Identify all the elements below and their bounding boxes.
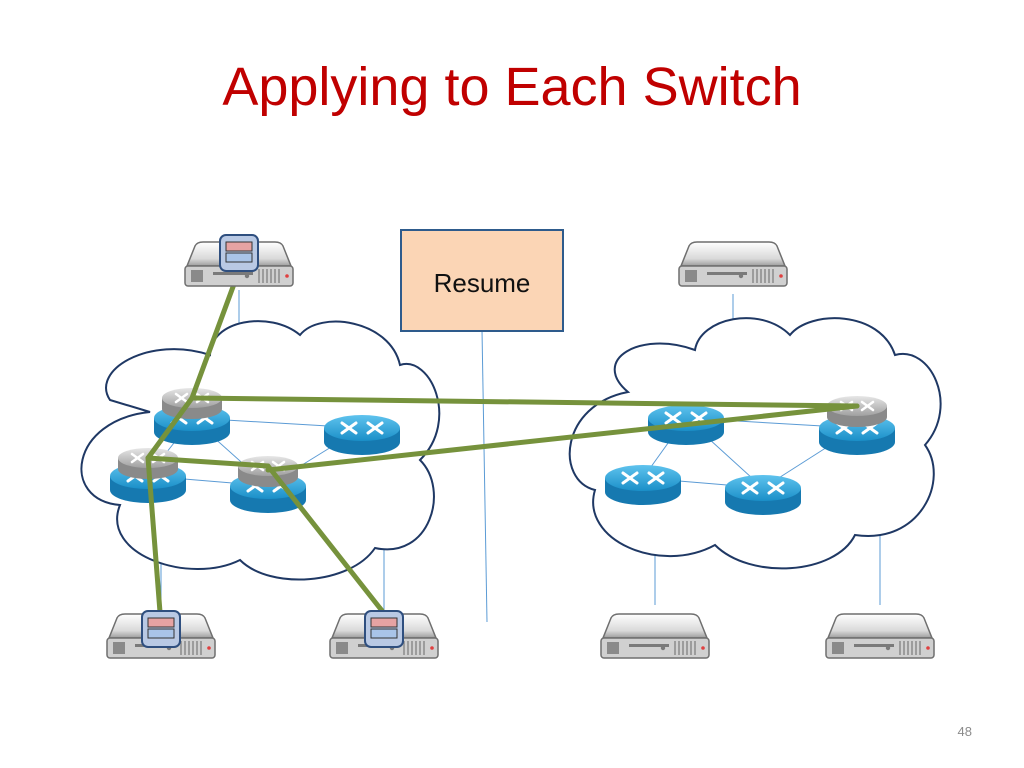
switch-icon bbox=[723, 473, 803, 517]
left-network-cloud bbox=[80, 320, 441, 581]
resume-label: Resume bbox=[434, 268, 531, 298]
updated-switch-icon bbox=[825, 394, 889, 429]
right-network-cloud bbox=[568, 317, 942, 570]
server-icon bbox=[678, 241, 788, 287]
slide-title: Applying to Each Switch bbox=[222, 57, 802, 117]
green-path bbox=[145, 273, 860, 615]
flow-table-badge bbox=[219, 234, 259, 272]
switch-icon bbox=[322, 413, 402, 457]
flow-table-badge bbox=[364, 610, 404, 648]
server-icon bbox=[825, 613, 935, 659]
page-number: 48 bbox=[957, 724, 972, 739]
resume-box: Resume bbox=[400, 229, 564, 332]
divider-line bbox=[481, 329, 488, 623]
flow-table-badge bbox=[141, 610, 181, 648]
switch-icon bbox=[603, 463, 683, 507]
server-icon bbox=[600, 613, 710, 659]
